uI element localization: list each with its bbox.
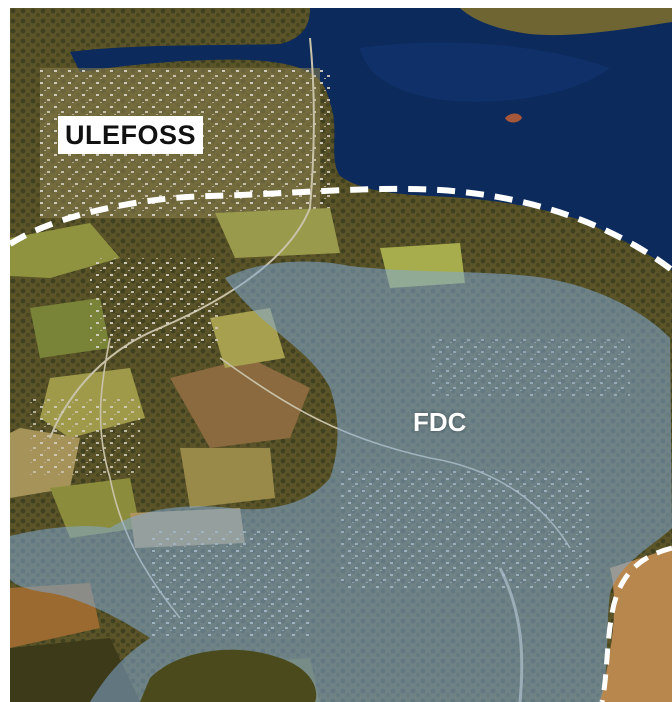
forest-patch (140, 649, 317, 702)
zone-label: FDC (413, 407, 467, 437)
village-cluster-2 (30, 398, 140, 478)
town-label: ULEFOSS (58, 116, 204, 154)
field-5 (170, 358, 310, 448)
lake-sheen (360, 42, 610, 102)
boundary-line-lower (599, 545, 672, 702)
field-9 (50, 478, 140, 538)
small-island (505, 113, 522, 123)
fdc-zone (10, 261, 672, 702)
boundary-line (10, 185, 672, 273)
field-2 (215, 208, 340, 258)
field-6 (210, 308, 285, 368)
far-shore (460, 8, 672, 36)
village-cluster-1 (90, 258, 220, 348)
aerial-photo (10, 8, 672, 702)
field-7 (180, 448, 275, 508)
